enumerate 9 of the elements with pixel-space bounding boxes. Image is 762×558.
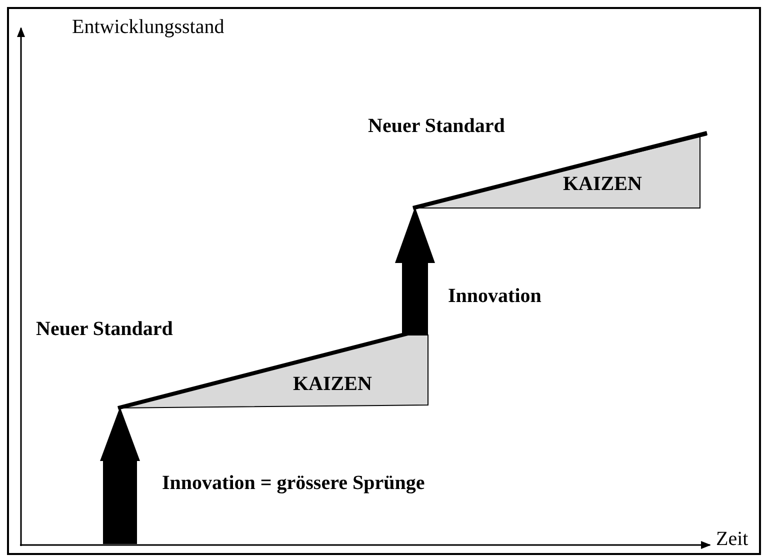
level-label: Neuer Standard	[36, 318, 173, 340]
block-arrow	[100, 407, 140, 544]
wedge-label: KAIZEN	[293, 373, 372, 395]
axis-title: Entwicklungsstand	[72, 16, 224, 38]
wedge-label: KAIZEN	[563, 173, 642, 195]
axis-title: Zeit	[716, 528, 748, 550]
step-label: Innovation = grössere Sprünge	[162, 472, 425, 494]
level-label: Neuer Standard	[368, 115, 505, 137]
step-label: Innovation	[448, 285, 542, 307]
